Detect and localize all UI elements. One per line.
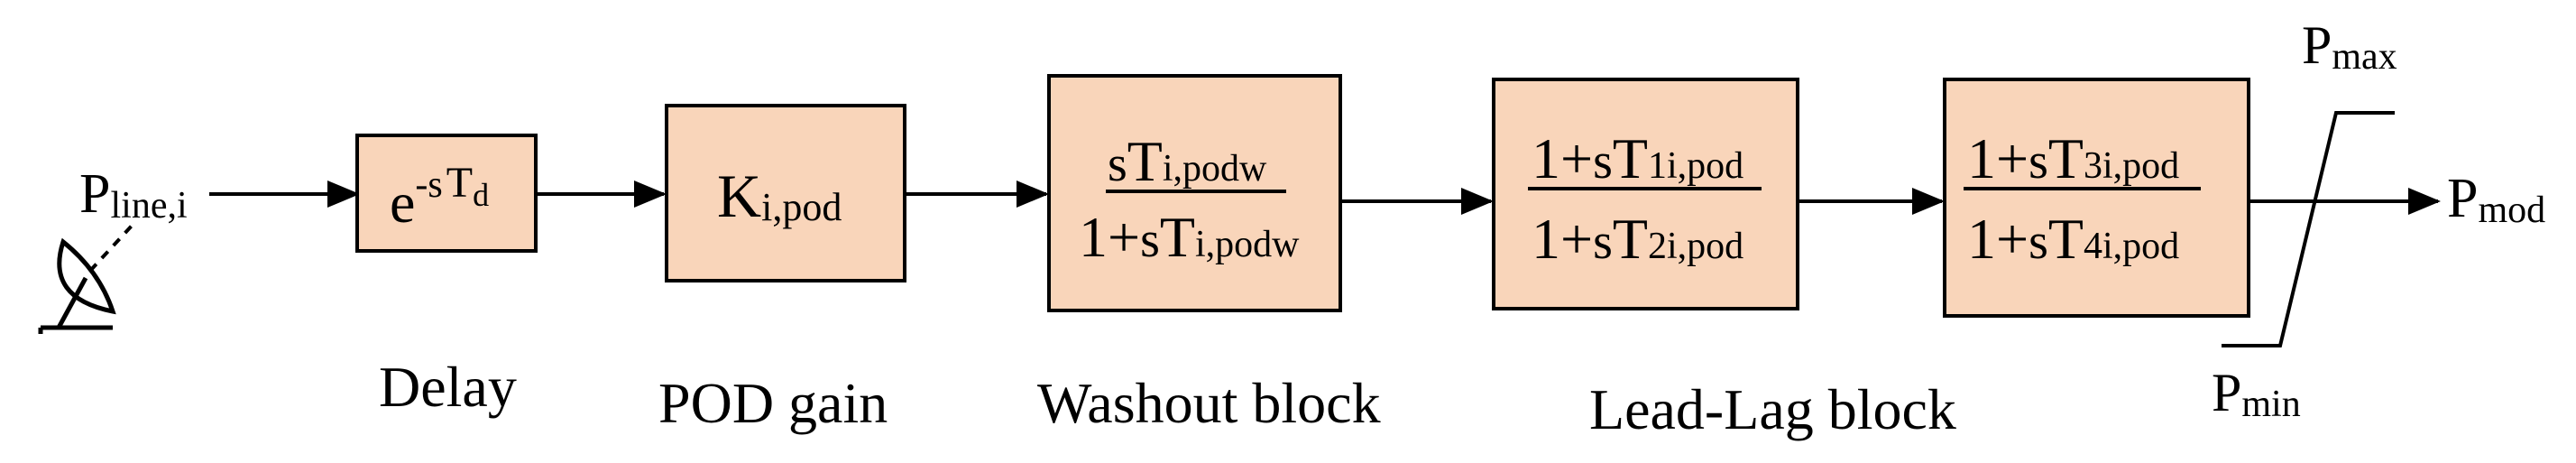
limiter-min-label: Pmin [2212,363,2301,425]
input-label: Pline,i [79,163,188,227]
pod-gain-expression: Ki,pod [717,162,842,230]
lead-lag-block-1-box [1492,78,1799,310]
washout-block: sTi,podw 1+sTi,podw [1047,74,1342,312]
satellite-dish-icon [38,222,135,334]
lead-lag-caption: Lead-Lag block [1589,377,1956,441]
limiter-saturation [2222,111,2395,347]
lead-lag-block-2: 1+sT3i,pod 1+sT4i,pod [1943,78,2250,318]
pod-gain-caption: POD gain [658,371,888,435]
lead-lag-2-denominator: 1+sT4i,pod [1967,207,2179,271]
delay-block-expression: e-sTd [390,159,489,235]
input-label-main: P [79,163,110,225]
delay-caption: Delay [379,355,517,419]
pod-gain-block: Ki,pod [665,104,906,282]
delay-block-box [355,134,538,253]
lead-lag-block-2-box [1943,78,2250,318]
lead-lag-2-numerator: 1+sT3i,pod [1967,126,2179,190]
delay-block: e-sTd [355,134,538,253]
lead-lag-1-numerator: 1+sT1i,pod [1532,126,1743,190]
input-label-sub: line,i [110,185,187,227]
washout-denominator: 1+sTi,podw [1079,205,1300,269]
washout-numerator: sTi,podw [1108,129,1267,193]
washout-caption: Washout block [1037,371,1381,435]
limiter-max-label: Pmax [2302,15,2397,78]
lead-lag-1-denominator: 1+sT2i,pod [1532,207,1743,271]
output-label: Pmod [2447,168,2545,231]
lead-lag-block-1: 1+sT1i,pod 1+sT2i,pod [1492,78,1799,310]
pod-gain-block-box [665,104,906,282]
